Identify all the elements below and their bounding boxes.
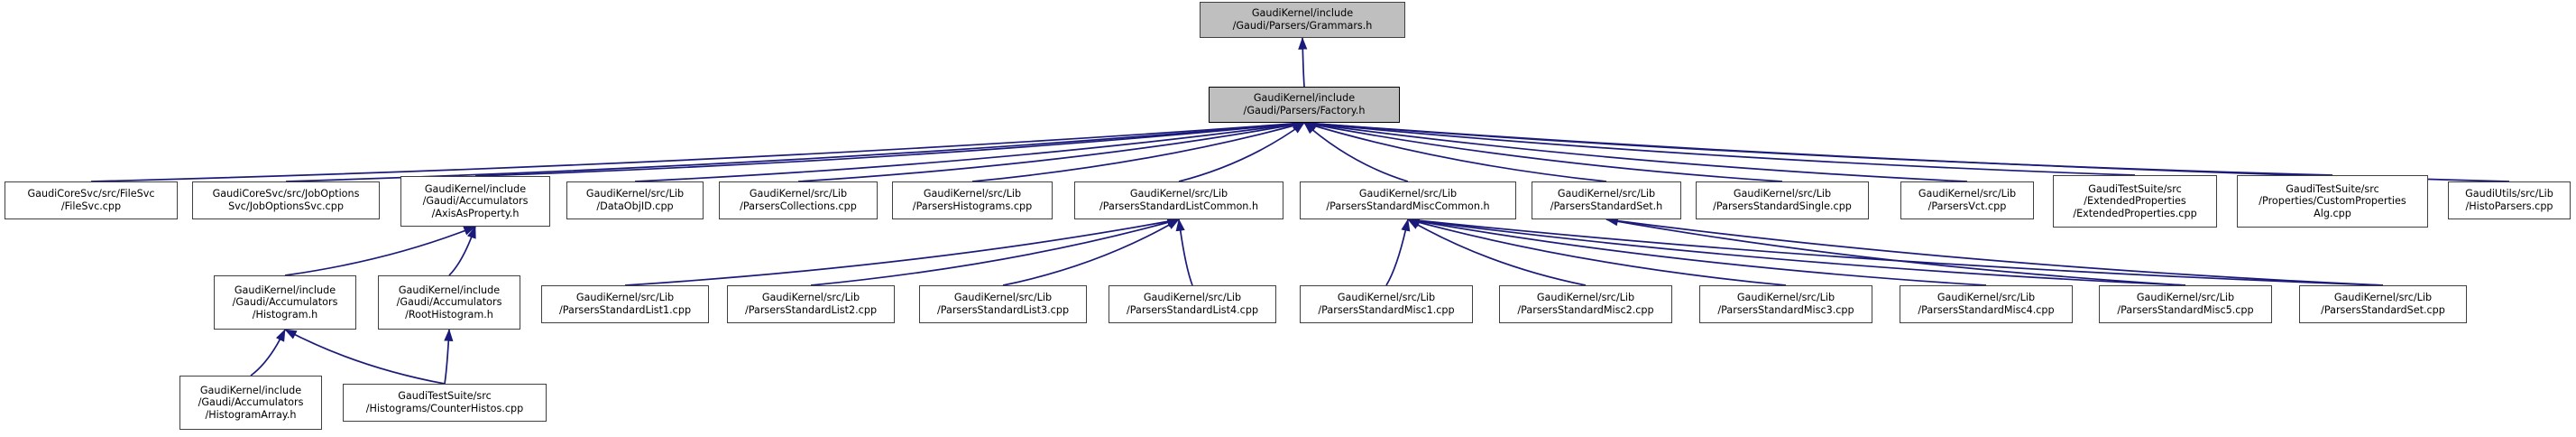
graph-node-standardset_h[interactable]: GaudiKernel/src/Lib /ParsersStandardSet.… [1532, 181, 1681, 219]
graph-node-standardset_cpp[interactable]: GaudiKernel/src/Lib /ParsersStandardSet.… [2299, 285, 2467, 323]
graph-node-listcommon[interactable]: GaudiKernel/src/Lib /ParsersStandardList… [1074, 181, 1283, 219]
graph-edge-standardset_cpp-to-misccommon [1407, 216, 2384, 286]
graph-node-list2[interactable]: GaudiKernel/src/Lib /ParsersStandardList… [727, 285, 895, 323]
graph-edge-misc4-to-misccommon [1407, 217, 1987, 286]
graph-node-misc1[interactable]: GaudiKernel/src/Lib /ParsersStandardMisc… [1300, 285, 1473, 323]
graph-node-joboptionssvc[interactable]: GaudiCoreSvc/src/JobOptions Svc/JobOptio… [192, 181, 380, 219]
graph-edge-list3-to-listcommon [1002, 218, 1180, 286]
graph-node-list4[interactable]: GaudiKernel/src/Lib /ParsersStandardList… [1109, 285, 1276, 323]
graph-edge-listcommon-to-factory [1178, 122, 1305, 182]
graph-edge-misccommon-to-factory [1303, 122, 1409, 182]
graph-node-list1[interactable]: GaudiKernel/src/Lib /ParsersStandardList… [541, 285, 709, 323]
graph-edge-axisasproperty-to-factory [474, 119, 1305, 177]
graph-edge-histogram_h-to-axisasproperty [284, 226, 476, 276]
graph-edge-standardsingle-to-factory [1303, 120, 1783, 182]
graph-edge-factory-to-grammars [1298, 37, 1308, 88]
graph-edge-parsershisto-to-factory [971, 121, 1305, 182]
graph-edge-parsersvct-to-factory [1303, 119, 1968, 182]
graph-edge-histoparsers-to-factory [1303, 118, 2510, 182]
graph-node-grammars[interactable]: GaudiKernel/include /Gaudi/Parsers/Gramm… [1200, 2, 1405, 38]
graph-edge-misc5-to-standardset_h [1605, 217, 2186, 286]
graph-edge-list4-to-listcommon [1175, 218, 1193, 286]
graph-node-histogram_h[interactable]: GaudiKernel/include /Gaudi/Accumulators … [214, 275, 356, 330]
graph-node-extprops[interactable]: GaudiTestSuite/src /ExtendedProperties /… [2053, 175, 2217, 228]
graph-edge-standardset_h-to-factory [1303, 121, 1607, 182]
graph-node-misc3[interactable]: GaudiKernel/src/Lib /ParsersStandardMisc… [1699, 285, 1872, 323]
graph-edge-joboptionssvc-to-factory [285, 119, 1305, 182]
graph-edge-list1-to-listcommon [624, 217, 1180, 286]
graph-node-dataobjid[interactable]: GaudiKernel/src/Lib /DataObjID.cpp [566, 181, 704, 219]
graph-node-misc2[interactable]: GaudiKernel/src/Lib /ParsersStandardMisc… [1499, 285, 1672, 323]
graph-node-customprops[interactable]: GaudiTestSuite/src /Properties/CustomPro… [2237, 175, 2428, 228]
graph-edge-list2-to-listcommon [810, 218, 1180, 286]
graph-node-histogramarray[interactable]: GaudiKernel/include /Gaudi/Accumulators … [179, 376, 322, 430]
graph-edge-histogramarray-to-histogram_h [250, 329, 286, 377]
graph-node-parsershisto[interactable]: GaudiKernel/src/Lib /ParsersHistograms.c… [892, 181, 1053, 219]
graph-edge-counterhistos-to-roothistogram_h [444, 329, 454, 385]
graph-node-standardsingle[interactable]: GaudiKernel/src/Lib /ParsersStandardSing… [1696, 181, 1869, 219]
graph-edge-misc1-to-misccommon [1385, 218, 1411, 286]
graph-node-histoparsers[interactable]: GaudiUtils/src/Lib /HistoParsers.cpp [2448, 181, 2571, 219]
graph-edge-roothistogram_h-to-axisasproperty [448, 226, 476, 276]
graph-node-parserscoll[interactable]: GaudiKernel/src/Lib /ParsersCollections.… [719, 181, 878, 219]
graph-node-misc5[interactable]: GaudiKernel/src/Lib /ParsersStandardMisc… [2099, 285, 2272, 323]
graph-node-misc4[interactable]: GaudiKernel/src/Lib /ParsersStandardMisc… [1900, 285, 2073, 323]
graph-node-roothistogram_h[interactable]: GaudiKernel/include /Gaudi/Accumulators … [378, 275, 520, 330]
graph-node-factory[interactable]: GaudiKernel/include /Gaudi/Parsers/Facto… [1209, 87, 1400, 123]
graph-edge-misc5-to-misccommon [1407, 216, 2186, 286]
graph-node-axisasproperty[interactable]: GaudiKernel/include /Gaudi/Accumulators … [400, 176, 550, 227]
graph-edge-parserscoll-to-factory [797, 120, 1305, 182]
graph-edge-misc2-to-misccommon [1407, 218, 1587, 286]
graph-edge-customprops-to-factory [1303, 118, 2333, 176]
graph-edge-misc3-to-misccommon [1407, 218, 1787, 286]
graph-edge-standardset_cpp-to-standardset_h [1605, 216, 2384, 286]
graph-node-filesvc[interactable]: GaudiCoreSvc/src/FileSvc /FileSvc.cpp [5, 181, 178, 219]
graph-edge-dataobjid-to-factory [634, 119, 1305, 182]
graph-edge-extprops-to-factory [1303, 119, 2136, 176]
graph-node-list3[interactable]: GaudiKernel/src/Lib /ParsersStandardList… [919, 285, 1087, 323]
graph-node-parsersvct[interactable]: GaudiKernel/src/Lib /ParsersVct.cpp [1900, 181, 2034, 219]
graph-edge-filesvc-to-factory [90, 118, 1305, 182]
graph-node-counterhistos[interactable]: GaudiTestSuite/src /Histograms/CounterHi… [343, 384, 547, 422]
graph-node-misccommon[interactable]: GaudiKernel/src/Lib /ParsersStandardMisc… [1300, 181, 1516, 219]
